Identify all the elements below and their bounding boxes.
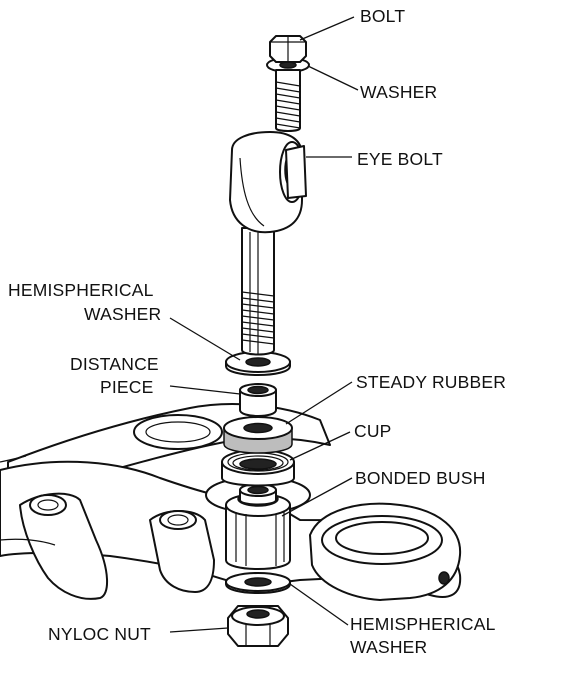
label-washer: WASHER	[360, 82, 437, 102]
label-nyloc-nut: NYLOC NUT	[48, 624, 151, 644]
leader-lines	[169, 16, 359, 633]
label-bolt: BOLT	[360, 6, 405, 26]
label-hemispherical-washer-top-line2: WASHER	[84, 304, 161, 324]
hemispherical-washer-bottom	[225, 572, 291, 594]
cup	[221, 449, 295, 487]
hemispherical-washer-top	[225, 351, 291, 376]
label-steady-rubber: STEADY RUBBER	[356, 372, 506, 392]
part-labels: BOLT WASHER EYE BOLT HEMISPHERICAL WASHE…	[8, 6, 506, 657]
steady-rubber	[223, 416, 293, 454]
bonded-bush	[225, 483, 291, 570]
label-cup: CUP	[354, 421, 392, 441]
label-distance-piece-line2: PIECE	[100, 377, 154, 397]
label-distance-piece-line1: DISTANCE	[70, 354, 159, 374]
bolt	[269, 35, 307, 132]
label-eye-bolt: EYE BOLT	[357, 149, 443, 169]
nyloc-nut	[227, 605, 289, 647]
label-bonded-bush: BONDED BUSH	[355, 468, 486, 488]
label-hemispherical-washer-top-line1: HEMISPHERICAL	[8, 280, 154, 300]
label-hemispherical-washer-bottom-line1: HEMISPHERICAL	[350, 614, 496, 634]
label-hemispherical-washer-bottom-line2: WASHER	[350, 637, 427, 657]
distance-piece	[239, 383, 277, 417]
eye-bolt	[229, 131, 307, 356]
